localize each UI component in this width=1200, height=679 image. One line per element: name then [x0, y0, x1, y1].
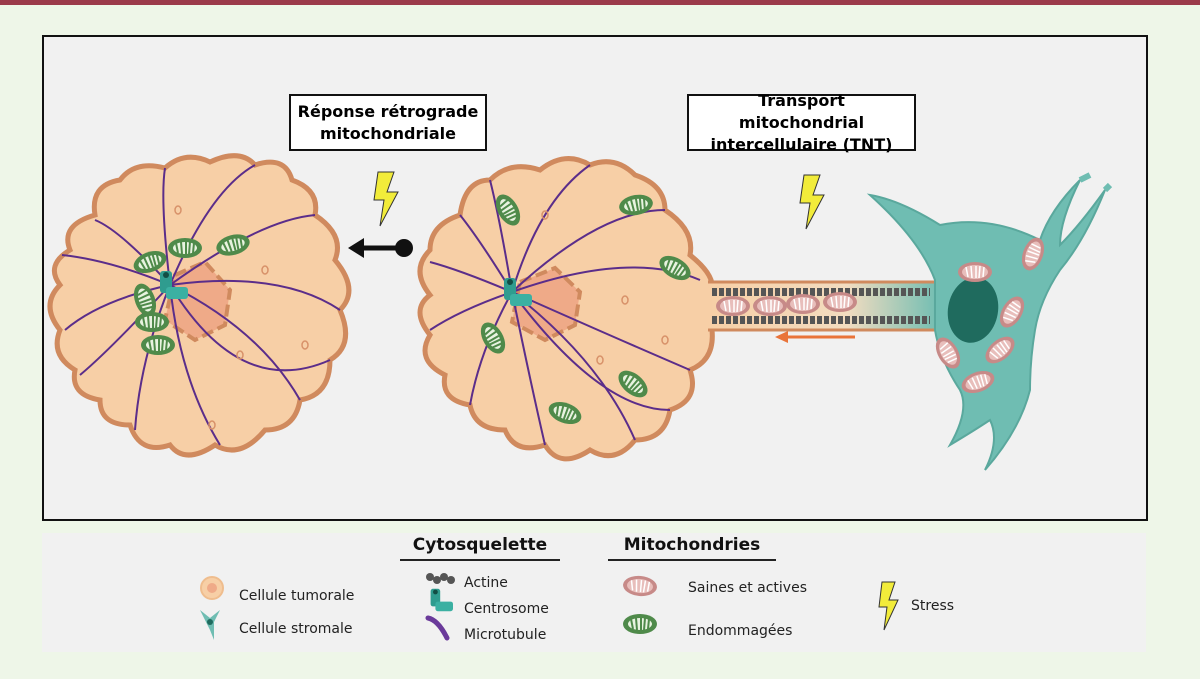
stromal-cell — [866, 172, 1113, 471]
legend-stress-label: Stress — [911, 598, 955, 614]
stromal-cell-icon — [200, 610, 220, 640]
legend-actin-label: Actine — [464, 575, 508, 591]
tumor-cell-middle — [417, 156, 715, 462]
inhibition-arrow — [348, 238, 413, 258]
legend-panel — [42, 533, 1146, 652]
top-bar — [0, 0, 1200, 5]
legend-tumor-cell-label: Cellule tumorale — [239, 588, 355, 604]
tnt-transport-title: Transport mitochondrial intercellulaire … — [687, 91, 916, 154]
legend-cytoskeleton-title: Cytosquelette — [400, 535, 560, 561]
tunneling-nanotube — [708, 280, 940, 332]
legend-stromal-cell-label: Cellule stromale — [239, 621, 353, 637]
retrograde-response-title: Réponse rétrograde mitochondriale — [289, 94, 487, 151]
legend-damaged-label: Endommagées — [688, 623, 793, 639]
healthy-mitochondrion-icon — [621, 573, 659, 599]
damaged-mitochondrion-icon — [622, 613, 658, 635]
centrosome-icon — [430, 588, 453, 612]
lightning-icon — [373, 171, 399, 227]
microtubule-icon — [425, 615, 450, 641]
legend-healthy-label: Saines et actives — [688, 580, 807, 596]
actin-icon — [426, 573, 455, 584]
tumor-cell-icon — [200, 576, 224, 600]
lightning-icon — [799, 174, 825, 230]
tumor-cell-left — [47, 153, 352, 458]
legend-mitochondria-title: Mitochondries — [608, 535, 776, 561]
actin-filaments — [712, 288, 930, 324]
legend-centrosome-label: Centrosome — [464, 601, 549, 617]
legend-microtubule-label: Microtubule — [464, 627, 547, 643]
lightning-icon — [878, 581, 899, 631]
